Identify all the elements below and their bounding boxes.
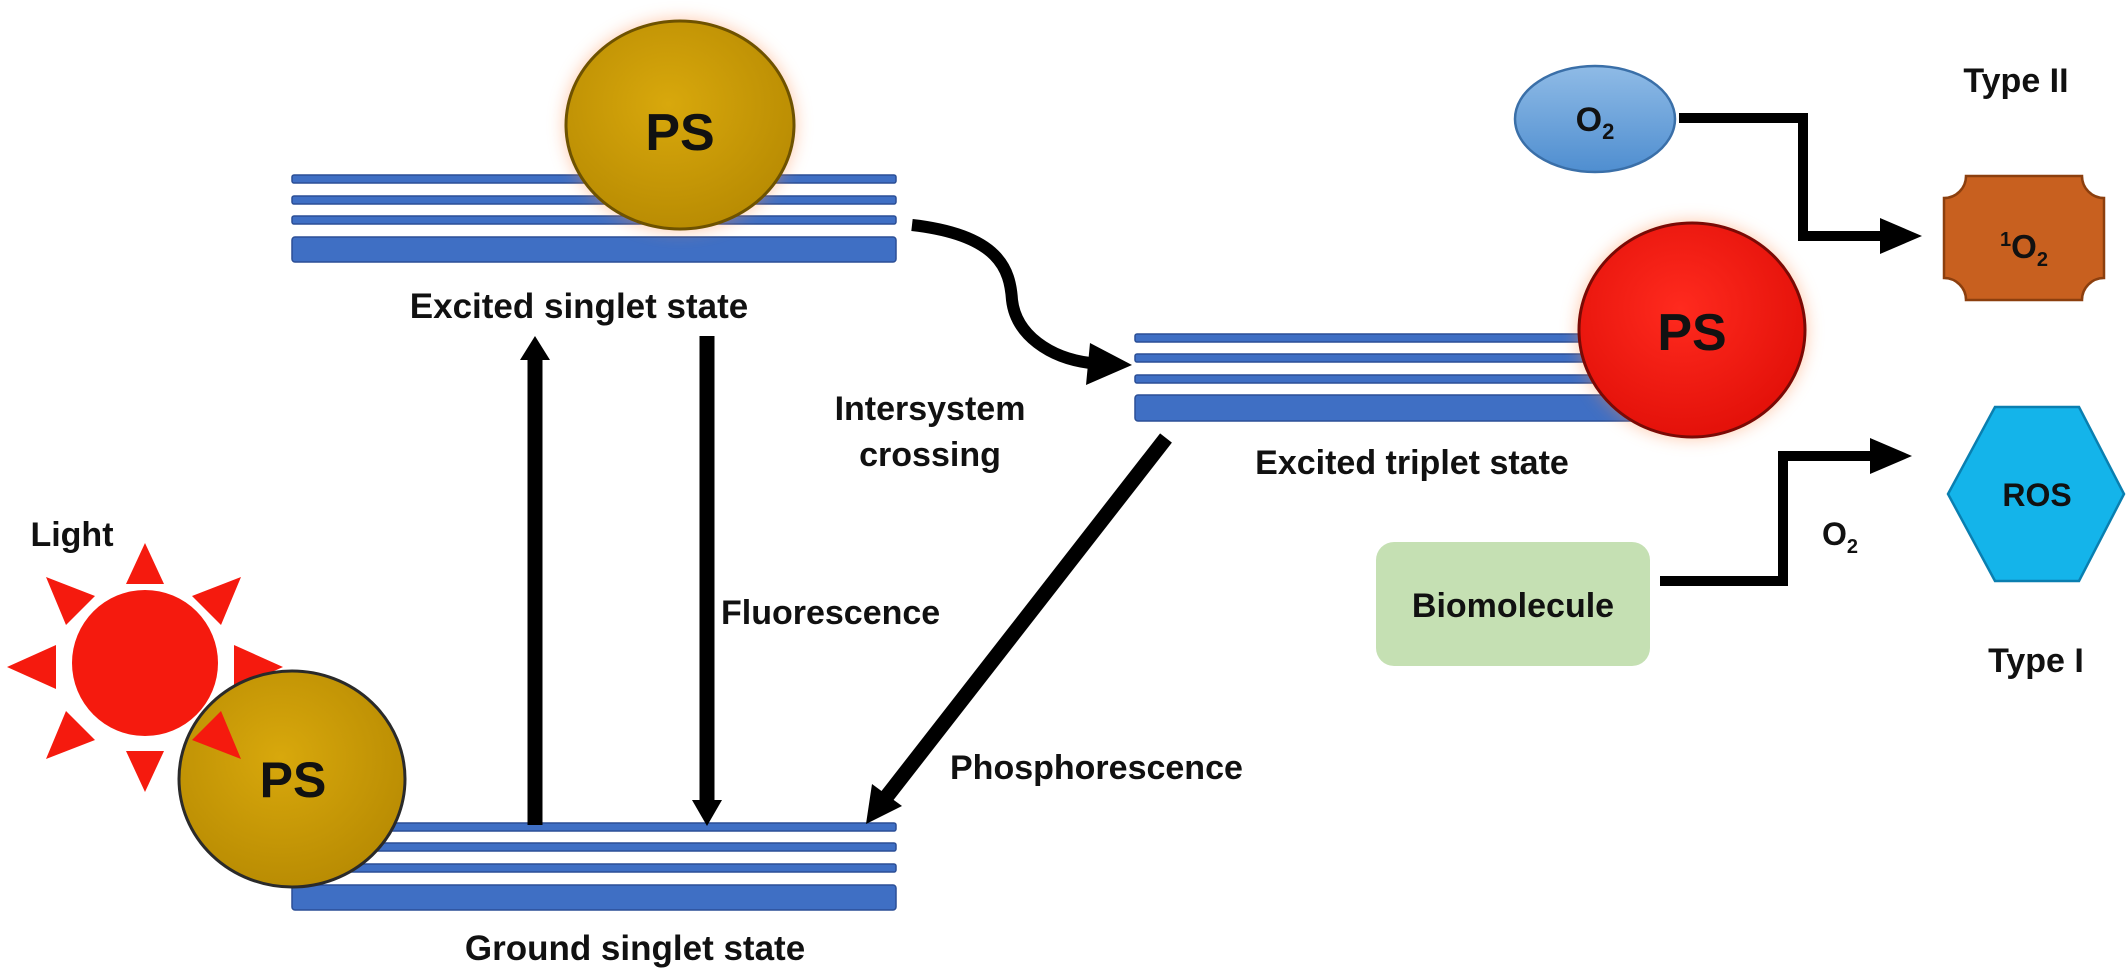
type-i-label: Type I: [1988, 642, 2084, 680]
ps-molecule-excited-triplet: PS: [1577, 221, 1807, 439]
svg-text:O2: O2: [1576, 101, 1615, 144]
type-ii-arrowhead: [1880, 218, 1922, 254]
type-ii-label: Type II: [1963, 62, 2068, 100]
type-i-o2-symbol: O: [1822, 516, 1847, 552]
ps-molecule-ground: PS: [177, 669, 407, 889]
type-i-path: [1660, 451, 1870, 586]
ps-label: PS: [260, 752, 327, 808]
intersystem-label-line1: Intersystem: [835, 390, 1026, 428]
singlet-oxygen-subscript: 2: [2037, 249, 2048, 271]
singlet-oxygen-superscript: 1: [2000, 229, 2011, 251]
biomolecule-label: Biomolecule: [1412, 587, 1614, 625]
o2-subscript: 2: [1602, 119, 1614, 144]
type-i-arrowhead: [1870, 438, 1912, 474]
fluorescence-label: Fluorescence: [721, 594, 940, 632]
light-label: Light: [30, 516, 113, 554]
absorption-arrow: [520, 336, 550, 825]
ground-singlet-label: Ground singlet state: [465, 929, 805, 968]
type-ii-path: [1679, 113, 1880, 241]
phosphorescence-label: Phosphorescence: [950, 749, 1243, 787]
o2-symbol: O: [1576, 101, 1602, 139]
ps-label: PS: [645, 104, 714, 162]
intersystem-arrowhead: [1086, 343, 1132, 385]
excited-triplet-label: Excited triplet state: [1255, 444, 1569, 482]
intersystem-label-line2: crossing: [859, 436, 1001, 474]
excited-singlet-label: Excited singlet state: [410, 287, 748, 326]
fluorescence-arrow: [692, 336, 722, 826]
singlet-oxygen-symbol: O: [2011, 228, 2037, 265]
singlet-oxygen-product: 1O2: [1942, 174, 2106, 302]
ros-product: ROS: [1946, 405, 2126, 583]
ros-label: ROS: [2002, 477, 2071, 513]
svg-text:O2: O2: [1822, 516, 1858, 558]
svg-text:1O2: 1O2: [2000, 228, 2048, 271]
phosphorescence-arrow: [866, 433, 1172, 824]
biomolecule-reactant: Biomolecule: [1376, 542, 1650, 666]
excited-triplet-levels: [1134, 333, 1636, 422]
type-i-o2-subscript: 2: [1847, 536, 1858, 558]
o2-reactant: O2: [1513, 64, 1677, 174]
intersystem-crossing-arrow: [911, 219, 1091, 369]
ps-molecule-excited-singlet: PS: [564, 19, 796, 231]
ps-label: PS: [1657, 304, 1726, 362]
